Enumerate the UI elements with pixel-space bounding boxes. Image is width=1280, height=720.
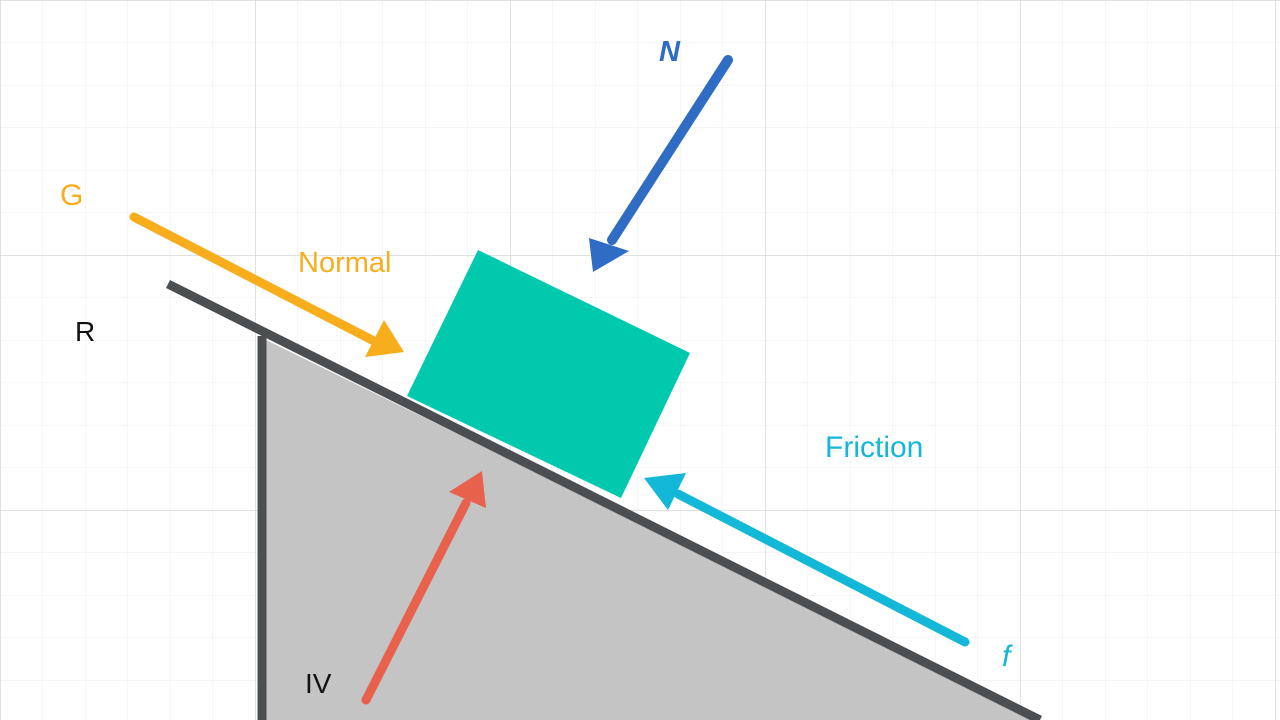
label-normal: Normal (298, 247, 391, 279)
incline-surface (165, 279, 1043, 720)
label-f: f (1002, 640, 1013, 673)
red-arrow-icon (361, 471, 486, 705)
normal-arrow-icon (589, 55, 733, 272)
label-friction: Friction (825, 431, 923, 464)
label-n: N (659, 36, 681, 68)
label-iv: IV (305, 668, 332, 699)
friction-arrow-icon (644, 473, 970, 647)
block (407, 250, 690, 498)
gravity-arrow-icon (129, 212, 404, 357)
label-r: R (75, 316, 95, 347)
label-g: G (60, 179, 83, 212)
